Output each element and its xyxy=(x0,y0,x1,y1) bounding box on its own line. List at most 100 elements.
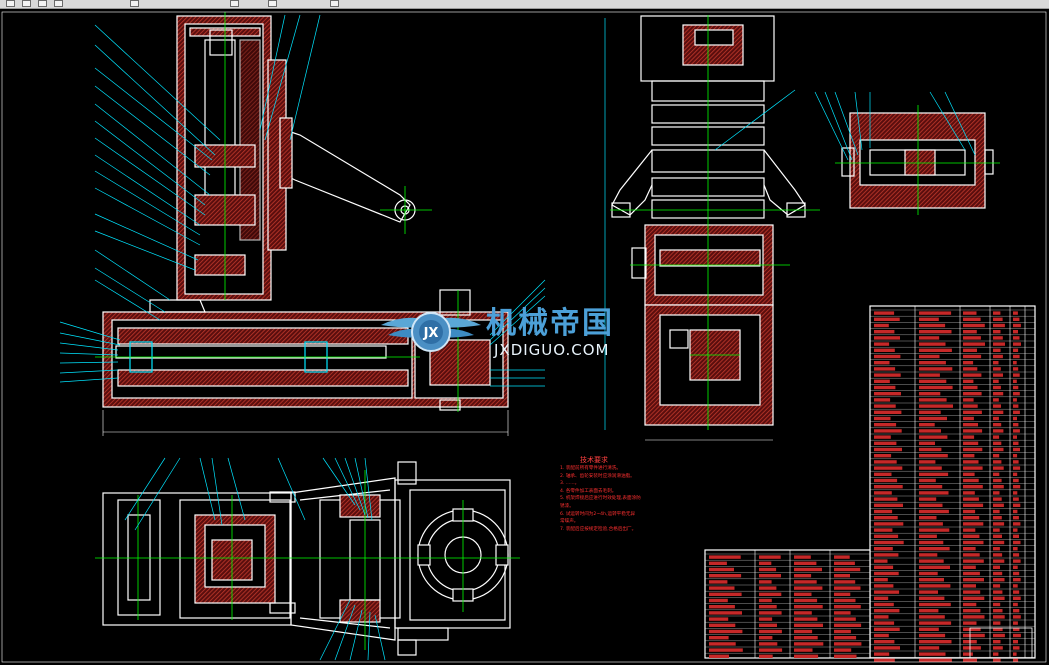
table-cell-text xyxy=(963,590,981,594)
table-cell-text xyxy=(993,516,1002,520)
cad-drawing-canvas xyxy=(1,11,1047,663)
table-cell-text xyxy=(1013,590,1020,594)
table-cell-text xyxy=(874,354,901,359)
table-cell-text xyxy=(993,522,1005,526)
table-cell-text xyxy=(919,621,952,625)
table-cell-text xyxy=(874,385,896,390)
table-cell-text xyxy=(993,609,1003,613)
table-cell-text xyxy=(1013,398,1017,402)
zoom-in-icon[interactable] xyxy=(22,0,31,7)
table-cell-text xyxy=(1013,323,1021,328)
table-cell-text xyxy=(709,611,742,615)
table-cell-text xyxy=(963,311,977,315)
table-cell-text xyxy=(993,404,1001,408)
table-cell-text xyxy=(993,330,1001,334)
table-cell-text xyxy=(794,592,812,596)
table-cell-text xyxy=(993,441,1002,445)
table-cell-text xyxy=(759,617,773,621)
table-cell-text xyxy=(963,441,979,445)
table-cell-text xyxy=(963,404,978,408)
table-cell-text xyxy=(919,311,952,315)
table-cell-text xyxy=(993,392,1004,396)
table-cell-text xyxy=(1013,609,1020,613)
table-cell-text xyxy=(919,466,942,470)
table-cell-text xyxy=(993,460,1002,464)
table-cell-text xyxy=(963,373,982,377)
zoom-out-icon[interactable] xyxy=(38,0,47,7)
table-cell-text xyxy=(919,323,946,328)
table-cell-text xyxy=(874,658,895,662)
table-cell-text xyxy=(759,555,781,559)
table-cell-text xyxy=(874,571,899,576)
table-cell-text xyxy=(1013,441,1019,445)
table-cell-text xyxy=(919,392,941,396)
table-cell-text xyxy=(963,534,980,538)
table-cell-text xyxy=(794,629,813,634)
table-cell-text xyxy=(919,516,937,520)
table-cell-text xyxy=(874,652,890,656)
table-cell-text xyxy=(963,584,976,588)
table-cell-text xyxy=(993,503,1004,507)
table-cell-text xyxy=(874,429,902,433)
table-cell-text xyxy=(993,633,1005,638)
table-cell-text xyxy=(1013,373,1020,377)
table-cell-text xyxy=(919,330,952,334)
table-cell-text xyxy=(919,522,943,526)
table-cell-text xyxy=(993,348,1001,352)
table-cell-text xyxy=(1013,460,1019,464)
table-cell-text xyxy=(963,348,977,352)
pan-icon[interactable] xyxy=(54,0,63,7)
table-cell-text xyxy=(993,547,1000,551)
table-cell-text xyxy=(919,398,947,402)
table-cell-text xyxy=(709,598,728,603)
table-cell-text xyxy=(1013,540,1021,545)
table-cell-text xyxy=(1013,621,1018,625)
table-cell-text xyxy=(794,636,818,640)
table-cell-text xyxy=(1013,534,1019,538)
print-icon[interactable] xyxy=(130,0,139,7)
table-cell-text xyxy=(1013,553,1020,557)
table-cell-text xyxy=(794,586,823,590)
table-cell-text xyxy=(919,367,953,371)
table-cell-text xyxy=(963,361,974,365)
table-cell-text xyxy=(709,605,735,609)
table-cell-text xyxy=(874,348,895,352)
table-cell-text xyxy=(834,642,862,646)
table-cell-text xyxy=(963,342,985,346)
table-cell-text xyxy=(874,491,892,495)
table-cell-text xyxy=(759,586,777,590)
table-cell-text xyxy=(874,447,902,452)
table-cell-text xyxy=(993,472,1000,476)
table-cell-text xyxy=(919,348,952,352)
table-cell-text xyxy=(874,497,898,501)
table-cell-text xyxy=(1013,559,1021,563)
table-cell-text xyxy=(963,509,976,514)
table-cell-text xyxy=(993,615,1005,619)
table-cell-text xyxy=(919,336,940,340)
technical-requirement-item: 6. 试运转时间为2~4h,运转平稳无异 xyxy=(560,511,636,517)
table-cell-text xyxy=(1013,348,1019,352)
layer-icon[interactable] xyxy=(230,0,239,7)
watermark: JX 机械帝国 JXDIGUO.COM xyxy=(376,295,676,370)
table-cell-text xyxy=(919,559,944,563)
table-cell-text xyxy=(1013,602,1018,607)
table-cell-text xyxy=(1013,416,1017,421)
table-cell-text xyxy=(919,354,940,359)
table-cell-text xyxy=(759,654,773,658)
table-cell-text xyxy=(919,503,943,507)
table-cell-text xyxy=(1013,522,1021,526)
properties-icon[interactable] xyxy=(268,0,277,7)
table-cell-text xyxy=(1013,466,1021,470)
table-cell-text xyxy=(919,547,950,551)
zoom-window-icon[interactable] xyxy=(6,0,15,7)
table-cell-text xyxy=(874,342,890,346)
table-cell-text xyxy=(993,646,1003,650)
table-cell-text xyxy=(963,410,982,414)
table-cell-text xyxy=(794,580,817,584)
redo-icon[interactable] xyxy=(330,0,339,7)
table-cell-text xyxy=(993,429,1004,433)
table-cell-text xyxy=(794,561,817,565)
table-cell-text xyxy=(1013,342,1021,346)
table-cell-text xyxy=(874,559,888,563)
table-cell-text xyxy=(919,578,944,582)
